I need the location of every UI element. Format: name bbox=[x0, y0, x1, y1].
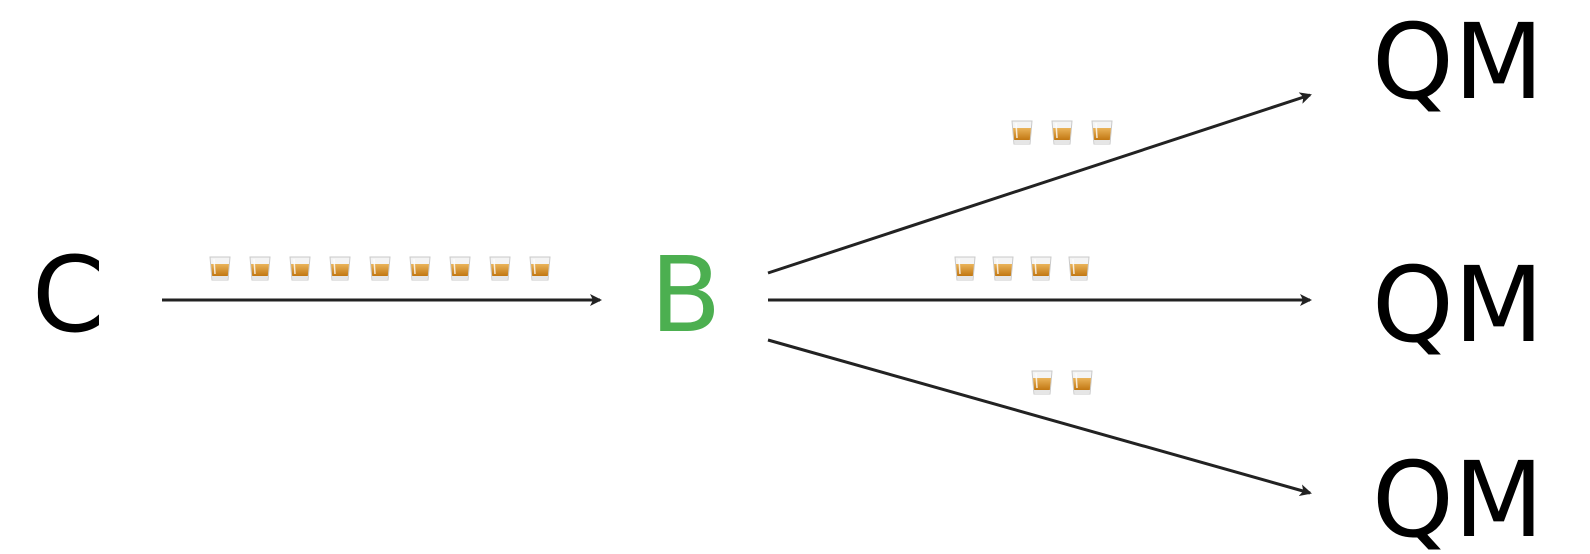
whiskey-glass-icon bbox=[1031, 370, 1053, 395]
arrow-b-to-qm-top bbox=[767, 92, 1312, 275]
whiskey-glass-icon bbox=[369, 256, 391, 281]
arrow-b-to-qm-bottom bbox=[767, 338, 1312, 497]
edge-c-to-b bbox=[162, 256, 602, 306]
node-qm-bottom-label: QM bbox=[1372, 439, 1544, 554]
whiskey-glass-icon bbox=[529, 256, 551, 281]
node-c-label: C bbox=[32, 234, 105, 356]
whiskey-glass-icon bbox=[954, 256, 976, 281]
whiskey-glass-icon bbox=[1051, 120, 1073, 145]
whiskey-glass-icon bbox=[209, 256, 231, 281]
whiskey-glass-icon bbox=[1011, 120, 1033, 145]
node-qm-middle-label: QM bbox=[1372, 244, 1544, 366]
whiskey-glass-icon bbox=[249, 256, 271, 281]
whiskey-glass-icon bbox=[992, 256, 1014, 281]
whiskey-glass-icon bbox=[1068, 256, 1090, 281]
whiskey-glass-icon bbox=[1030, 256, 1052, 281]
node-b-label: B bbox=[650, 234, 721, 356]
whiskey-glass-icon bbox=[289, 256, 311, 281]
whiskey-glass-icon bbox=[409, 256, 431, 281]
whiskey-glass-icon bbox=[449, 256, 471, 281]
glass-group-b-to-qm-middle bbox=[954, 256, 1090, 281]
whiskey-glass-icon bbox=[1091, 120, 1113, 145]
whiskey-glass-icon bbox=[489, 256, 511, 281]
edge-b-to-qm-middle bbox=[768, 256, 1312, 306]
glass-group-b-to-qm-top bbox=[1011, 120, 1113, 145]
glass-group-c-to-b bbox=[209, 256, 551, 281]
whiskey-glass-icon bbox=[329, 256, 351, 281]
node-qm-top-label: QM bbox=[1372, 1, 1544, 123]
edge-b-to-qm-top bbox=[767, 92, 1312, 275]
edge-b-to-qm-bottom bbox=[767, 338, 1312, 497]
glass-group-b-to-qm-bottom bbox=[1031, 370, 1093, 395]
whiskey-glass-icon bbox=[1071, 370, 1093, 395]
